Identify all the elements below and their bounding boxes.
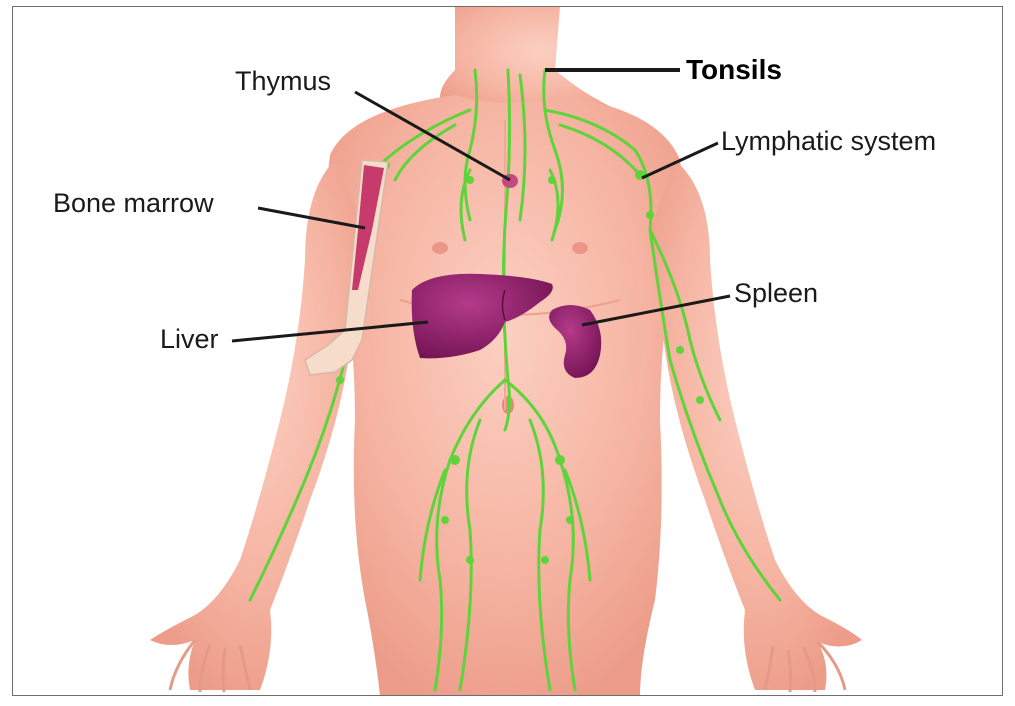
tonsils-label: Tonsils — [686, 56, 782, 84]
thymus-label: Thymus — [235, 68, 331, 95]
lymphatic-system-label: Lymphatic system — [721, 128, 936, 155]
spleen-label: Spleen — [734, 280, 818, 307]
bone-marrow-label: Bone marrow — [53, 190, 214, 217]
liver-label: Liver — [160, 326, 219, 353]
